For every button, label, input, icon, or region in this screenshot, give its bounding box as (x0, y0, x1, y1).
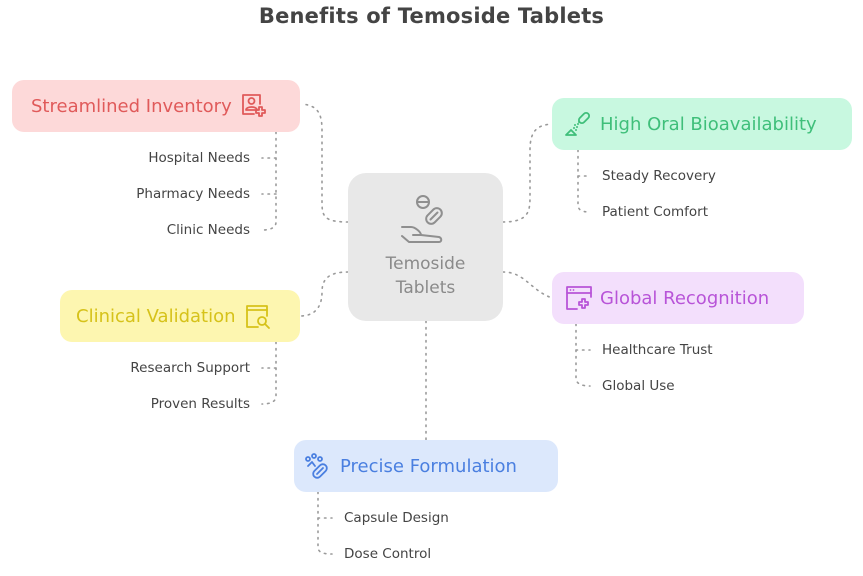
leaf-patient-comfort: Patient Comfort (602, 204, 708, 220)
branch-label: High Oral Bioavailability (600, 113, 817, 135)
leaf-dose-control: Dose Control (344, 546, 432, 562)
center-label: Temoside Tablets (385, 254, 466, 298)
branch-label: Precise Formulation (340, 455, 517, 477)
book-search-icon (245, 305, 270, 329)
leaf-healthcare-trust: Healthcare Trust (602, 342, 713, 358)
branch-precise-formulation[interactable]: Precise Formulation (294, 440, 558, 492)
leaf-steady-recovery: Steady Recovery (602, 168, 716, 184)
hand-pills-icon (401, 195, 443, 243)
leaf-capsule-design: Capsule Design (344, 510, 449, 526)
center-node[interactable]: Temoside Tablets (348, 173, 503, 321)
leaf-pharmacy-needs: Pharmacy Needs (136, 186, 250, 202)
branch-global-recognition[interactable]: Global Recognition (552, 272, 804, 324)
leaf-hospital-needs: Hospital Needs (148, 150, 250, 166)
branch-label: Global Recognition (600, 287, 770, 309)
branch-label: Streamlined Inventory (31, 95, 232, 117)
diagram-title: Benefits of Temoside Tablets (258, 4, 605, 28)
leaf-clinic-needs: Clinic Needs (166, 222, 250, 238)
branch-streamlined-inventory[interactable]: Streamlined Inventory (12, 80, 300, 132)
capsule-molecule-icon (305, 453, 328, 479)
leaf-proven-results: Proven Results (150, 396, 250, 412)
leaf-research-support: Research Support (130, 360, 250, 376)
leaf-global-use: Global Use (602, 378, 675, 394)
dropper-icon (565, 111, 591, 136)
branch-clinical-validation[interactable]: Clinical Validation (60, 290, 300, 342)
browser-plus-icon (566, 286, 592, 310)
medical-user-icon (241, 94, 266, 117)
branch-label: Clinical Validation (76, 305, 236, 327)
branch-high-oral-bioavailability[interactable]: High Oral Bioavailability (552, 98, 852, 150)
